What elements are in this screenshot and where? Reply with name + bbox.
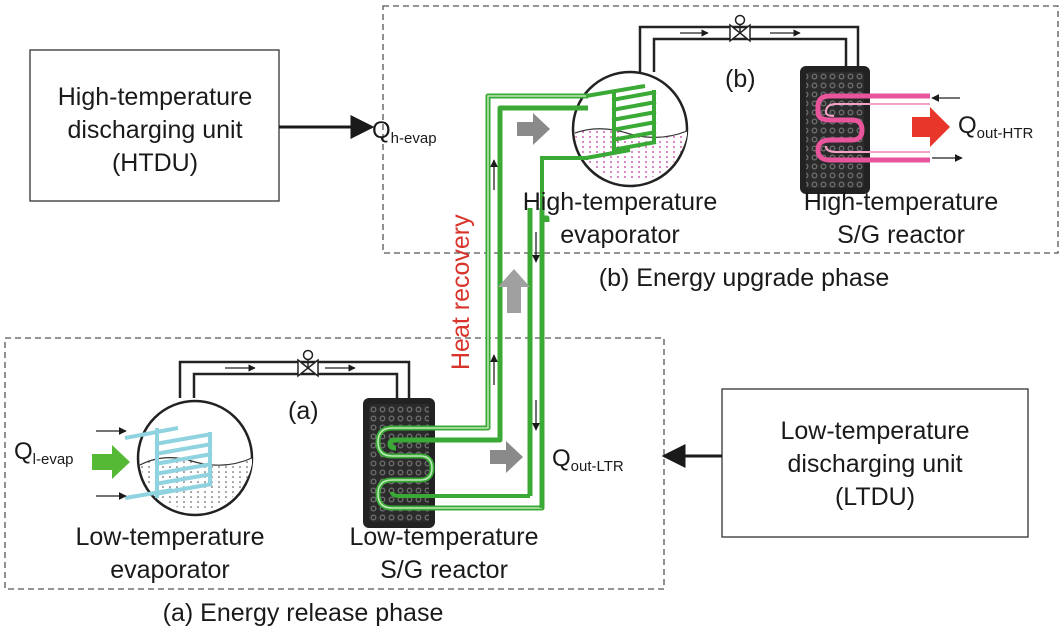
ltdu-line-1: Low-temperature [781,417,970,445]
ht-valve-icon [729,14,751,43]
ltdu-line-3: (LTDU) [835,483,915,511]
gray-arrow-up [498,269,530,313]
q-h-evap-label: Qh-evap [372,117,437,147]
heat-recovery-label: Heat recovery [447,214,475,370]
lt-valve-icon [297,349,319,378]
q-l-evap-label: Ql-evap [14,438,74,468]
lt-reactor-label-1: Low-temperature [350,523,539,551]
htdu-box: High-temperature discharging unit (HTDU) [29,49,280,202]
ht-evaporator-label-1: High-temperature [523,188,718,216]
upgrade-phase-frame [382,5,1059,254]
htdu-line-3: (HTDU) [112,149,198,177]
ltdu-box: Low-temperature discharging unit (LTDU) [721,388,1029,538]
ltdu-line-2: discharging unit [787,450,962,478]
ht-evaporator-coil [540,84,657,208]
q-out-ltr-label: Qout-LTR [552,445,624,475]
release-phase-caption: (a) Energy release phase [163,599,444,627]
gray-arrow-right-ht [517,113,550,145]
q-l-evap-arrow [92,445,130,479]
lt-evaporator-coil [124,426,213,500]
marker-a: (a) [288,397,319,425]
lt-evaporator-label-2: evaporator [110,556,230,584]
ht-reactor-label-1: High-temperature [804,188,999,216]
ht-reactor [800,66,930,194]
lt-vapor-pipe [178,360,411,402]
q-out-htr-label: Qout-HTR [958,112,1034,142]
lt-evaporator-label-1: Low-temperature [76,523,265,551]
htdu-line-2: discharging unit [67,116,242,144]
ht-evaporator [571,70,689,188]
ht-reactor-label-2: S/G reactor [837,221,965,249]
upgrade-phase-caption: (b) Energy upgrade phase [599,264,889,292]
q-out-htr-arrow [912,107,950,147]
lt-reactor-label-2: S/G reactor [380,556,508,584]
heat-recovery-loop [375,93,588,511]
gray-arrow-right-lt [490,441,523,473]
htdu-line-1: High-temperature [58,83,253,111]
ht-evaporator-label-2: evaporator [560,221,680,249]
marker-b: (b) [725,65,756,93]
